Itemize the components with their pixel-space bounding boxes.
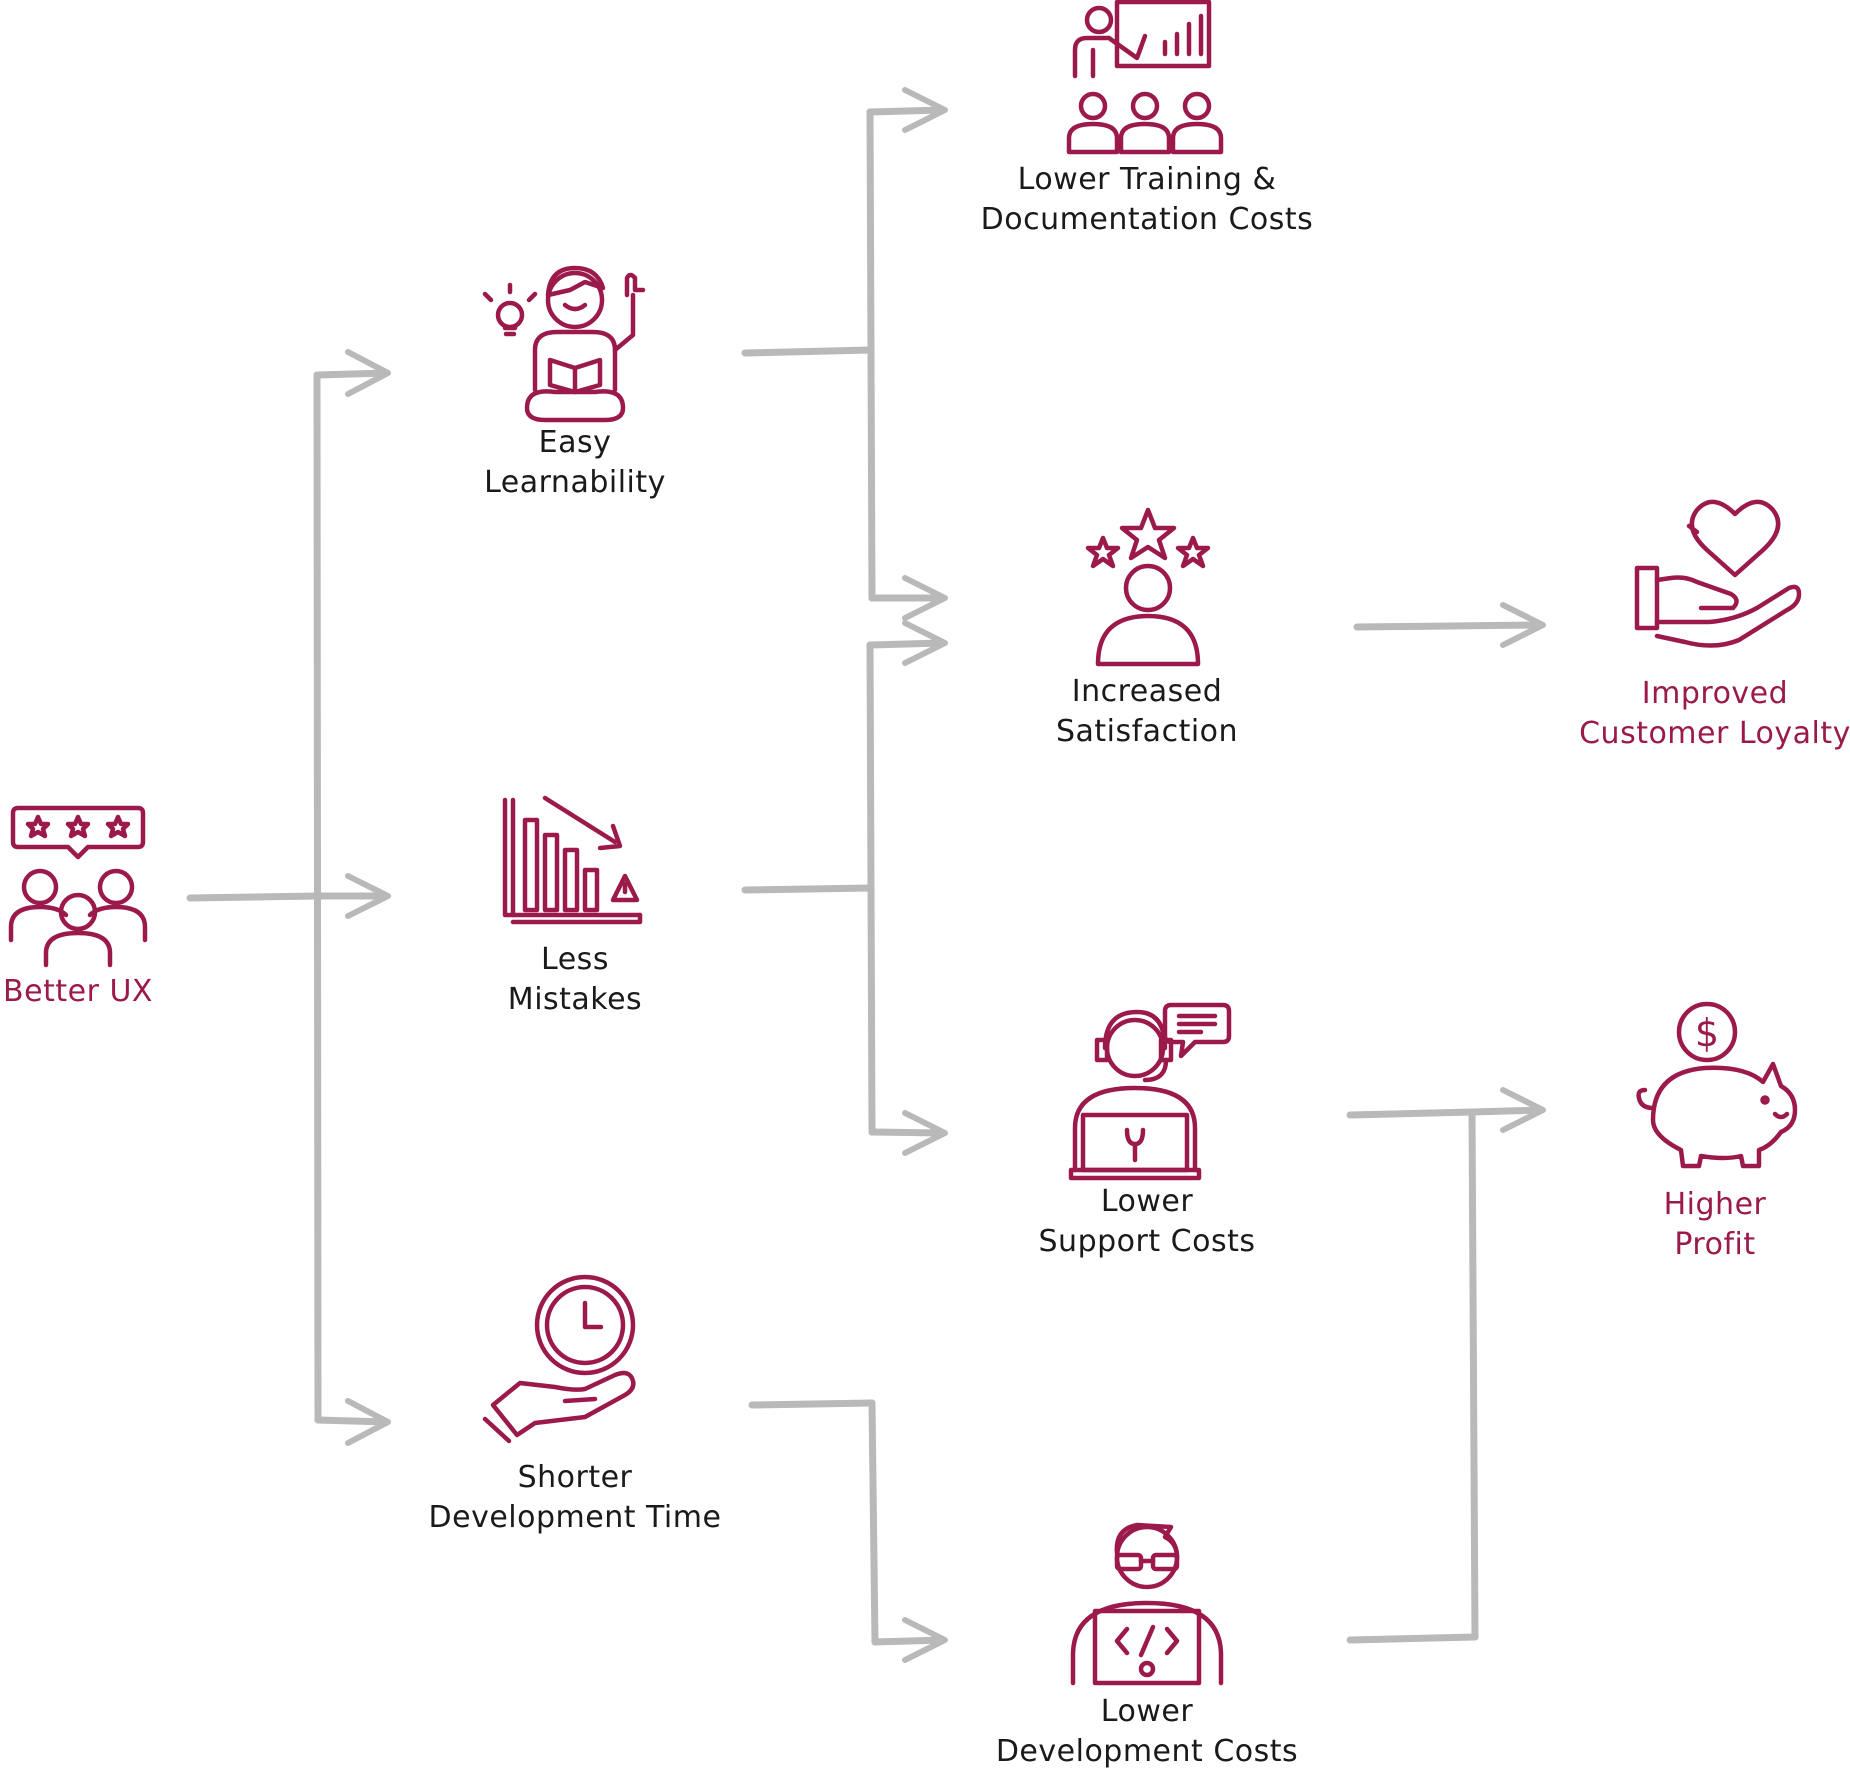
connector-devtime-spine [868, 1399, 879, 1646]
connector-mistakes-to-satisfaction [866, 639, 946, 649]
node-label-line: Lower [1100, 1694, 1194, 1729]
node-label-line: Easy [538, 425, 612, 460]
connector-support-out [1346, 1108, 1476, 1119]
connector-to-learnability [313, 369, 389, 379]
node-shorter-development-time: Shorter Development Time [429, 1458, 722, 1538]
connector-satisfaction-to-loyalty [1353, 621, 1544, 631]
connector-profit-spine [1468, 1108, 1479, 1641]
node-label-line: Shorter [517, 1460, 633, 1495]
learning-student-icon [482, 265, 646, 423]
node-improved-customer-loyalty: Improved Customer Loyalty [1579, 674, 1850, 754]
developer-laptop-icon [1070, 1522, 1224, 1686]
piggy-bank-icon: $ [1636, 1001, 1798, 1169]
svg-text:$: $ [1695, 1011, 1719, 1055]
arrowhead-mistakes-to-satisfaction [902, 620, 948, 666]
connector-to-devcosts [871, 1636, 946, 1646]
node-label-line: Customer Loyalty [1579, 716, 1850, 751]
node-easy-learnability: Easy Learnability [484, 423, 666, 503]
node-less-mistakes: Less Mistakes [508, 940, 642, 1020]
arrowhead-to-training [902, 87, 948, 133]
connector-to-training [866, 106, 946, 116]
node-label-line: Profit [1674, 1227, 1756, 1262]
arrowhead-to-mistakes [345, 873, 391, 919]
arrowhead-learnability-to-satisfaction [902, 575, 948, 621]
node-label-line: Better UX [3, 974, 153, 1009]
node-label-line: Documentation Costs [980, 202, 1314, 237]
connector-betterux-trunk [186, 892, 322, 902]
heart-in-hand-icon [1634, 499, 1802, 648]
node-better-ux: Better UX [3, 972, 153, 1012]
connector-learnability-spine [866, 108, 876, 602]
connector-to-profit [1468, 1106, 1544, 1116]
node-lower-support-costs: Lower Support Costs [1039, 1182, 1256, 1262]
node-lower-development-costs: Lower Development Costs [996, 1692, 1298, 1772]
node-lower-training-costs: Lower Training & Documentation Costs [981, 160, 1314, 240]
node-label-line: Mistakes [507, 982, 643, 1017]
arrowhead-to-devcosts [902, 1617, 948, 1663]
arrowhead-to-loyalty [1500, 602, 1546, 648]
node-higher-profit: Higher Profit [1664, 1185, 1767, 1265]
connector-mistakes-out [741, 884, 874, 894]
support-agent-icon [1068, 1002, 1232, 1181]
node-label-line: Lower [1100, 1184, 1194, 1219]
connector-to-support [868, 1128, 946, 1137]
clock-in-hand-icon [482, 1274, 636, 1444]
arrowhead-to-learnability [345, 349, 391, 397]
node-label-line: Lower Training & [1017, 162, 1277, 197]
arrowhead-to-profit [1500, 1087, 1546, 1133]
node-label-line: Increased [1071, 674, 1223, 709]
node-label-line: Support Costs [1038, 1224, 1256, 1259]
node-label-line: Learnability [484, 465, 666, 500]
arrowhead-to-devtime [345, 1398, 391, 1446]
arrowhead-to-support [902, 1110, 948, 1156]
connector-mistakes-spine [866, 641, 876, 1136]
connector-devtime-out [748, 1399, 876, 1409]
user-group-rating-icon [8, 805, 148, 968]
node-label-line: Less [541, 942, 609, 977]
node-label-line: Improved [1641, 676, 1789, 711]
connector-learnability-out [741, 346, 874, 357]
declining-chart-warning-icon [502, 795, 643, 925]
node-label-line: Development Costs [995, 1734, 1299, 1769]
node-label-line: Development Time [428, 1500, 722, 1535]
connectors [186, 87, 1546, 1663]
node-label-line: Satisfaction [1055, 714, 1239, 749]
user-stars-icon [1085, 507, 1211, 667]
presentation-audience-icon [1066, 0, 1224, 155]
node-increased-satisfaction: Increased Satisfaction [1056, 672, 1238, 752]
connector-to-devtime [314, 1416, 389, 1426]
connector-devcosts-out [1346, 1633, 1479, 1644]
node-label-line: Higher [1663, 1187, 1767, 1222]
